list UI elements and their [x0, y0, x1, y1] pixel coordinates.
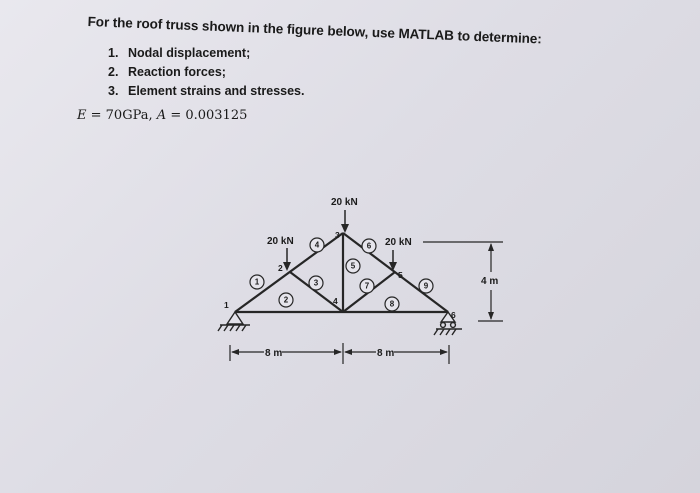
task-number: 1.	[108, 46, 119, 60]
right-load-label: 20 kN	[385, 237, 412, 248]
material-properties: E = 70GPa, A = 0.003125	[77, 108, 247, 123]
element-label-7: 7	[365, 282, 370, 291]
node-label-3: 3	[335, 230, 340, 240]
arrowhead-icon	[341, 224, 349, 233]
task-list: 1. Nodal displacement; 2. Reaction forces;…	[108, 44, 304, 101]
element-label-5: 5	[351, 262, 356, 271]
element-label-3: 3	[314, 279, 319, 288]
left-top-chord	[234, 232, 344, 313]
load-arrows	[283, 210, 397, 271]
height-label: 4 m	[481, 276, 498, 287]
task-text: Reaction forces;	[128, 65, 226, 79]
modulus-value: = 70GPa,	[90, 108, 153, 123]
element-markers	[249, 237, 434, 312]
span-dimension	[229, 343, 450, 364]
right-roller-support	[433, 310, 462, 336]
modulus-symbol: E	[77, 108, 87, 123]
left-load-label: 20 kN	[267, 236, 294, 247]
area-symbol: A	[156, 108, 167, 123]
task-item-1: 1. Nodal displacement;	[108, 44, 304, 63]
node-label-5: 5	[398, 270, 403, 280]
element-label-4: 4	[315, 241, 320, 250]
task-item-3: 3. Element strains and stresses.	[108, 82, 304, 101]
task-number: 2.	[108, 65, 119, 79]
left-pin-support	[217, 310, 250, 332]
node-label-4: 4	[333, 296, 338, 306]
left-span-label: 8 m	[265, 348, 282, 359]
area-value: = 0.003125	[170, 108, 248, 123]
node-label-6: 6	[451, 310, 456, 320]
right-top-chord	[342, 232, 449, 313]
task-text: Element strains and stresses.	[128, 84, 305, 98]
arrowhead-icon	[283, 262, 291, 271]
element-label-1: 1	[255, 278, 260, 287]
task-text: Nodal displacement;	[128, 46, 251, 60]
task-item-2: 2. Reaction forces;	[108, 63, 304, 82]
element-label-8: 8	[390, 300, 395, 309]
right-span-label: 8 m	[377, 348, 394, 359]
element-label-6: 6	[367, 242, 372, 251]
arrowhead-icon	[389, 262, 397, 271]
element-label-2: 2	[284, 296, 289, 305]
truss-members	[234, 232, 449, 314]
element-label-9: 9	[424, 282, 429, 291]
left-diagonal	[289, 271, 344, 313]
top-load-label: 20 kN	[331, 197, 358, 208]
node-label-1: 1	[224, 300, 229, 310]
task-number: 3.	[108, 84, 119, 98]
height-dimension	[423, 241, 503, 322]
node-label-2: 2	[278, 263, 283, 273]
